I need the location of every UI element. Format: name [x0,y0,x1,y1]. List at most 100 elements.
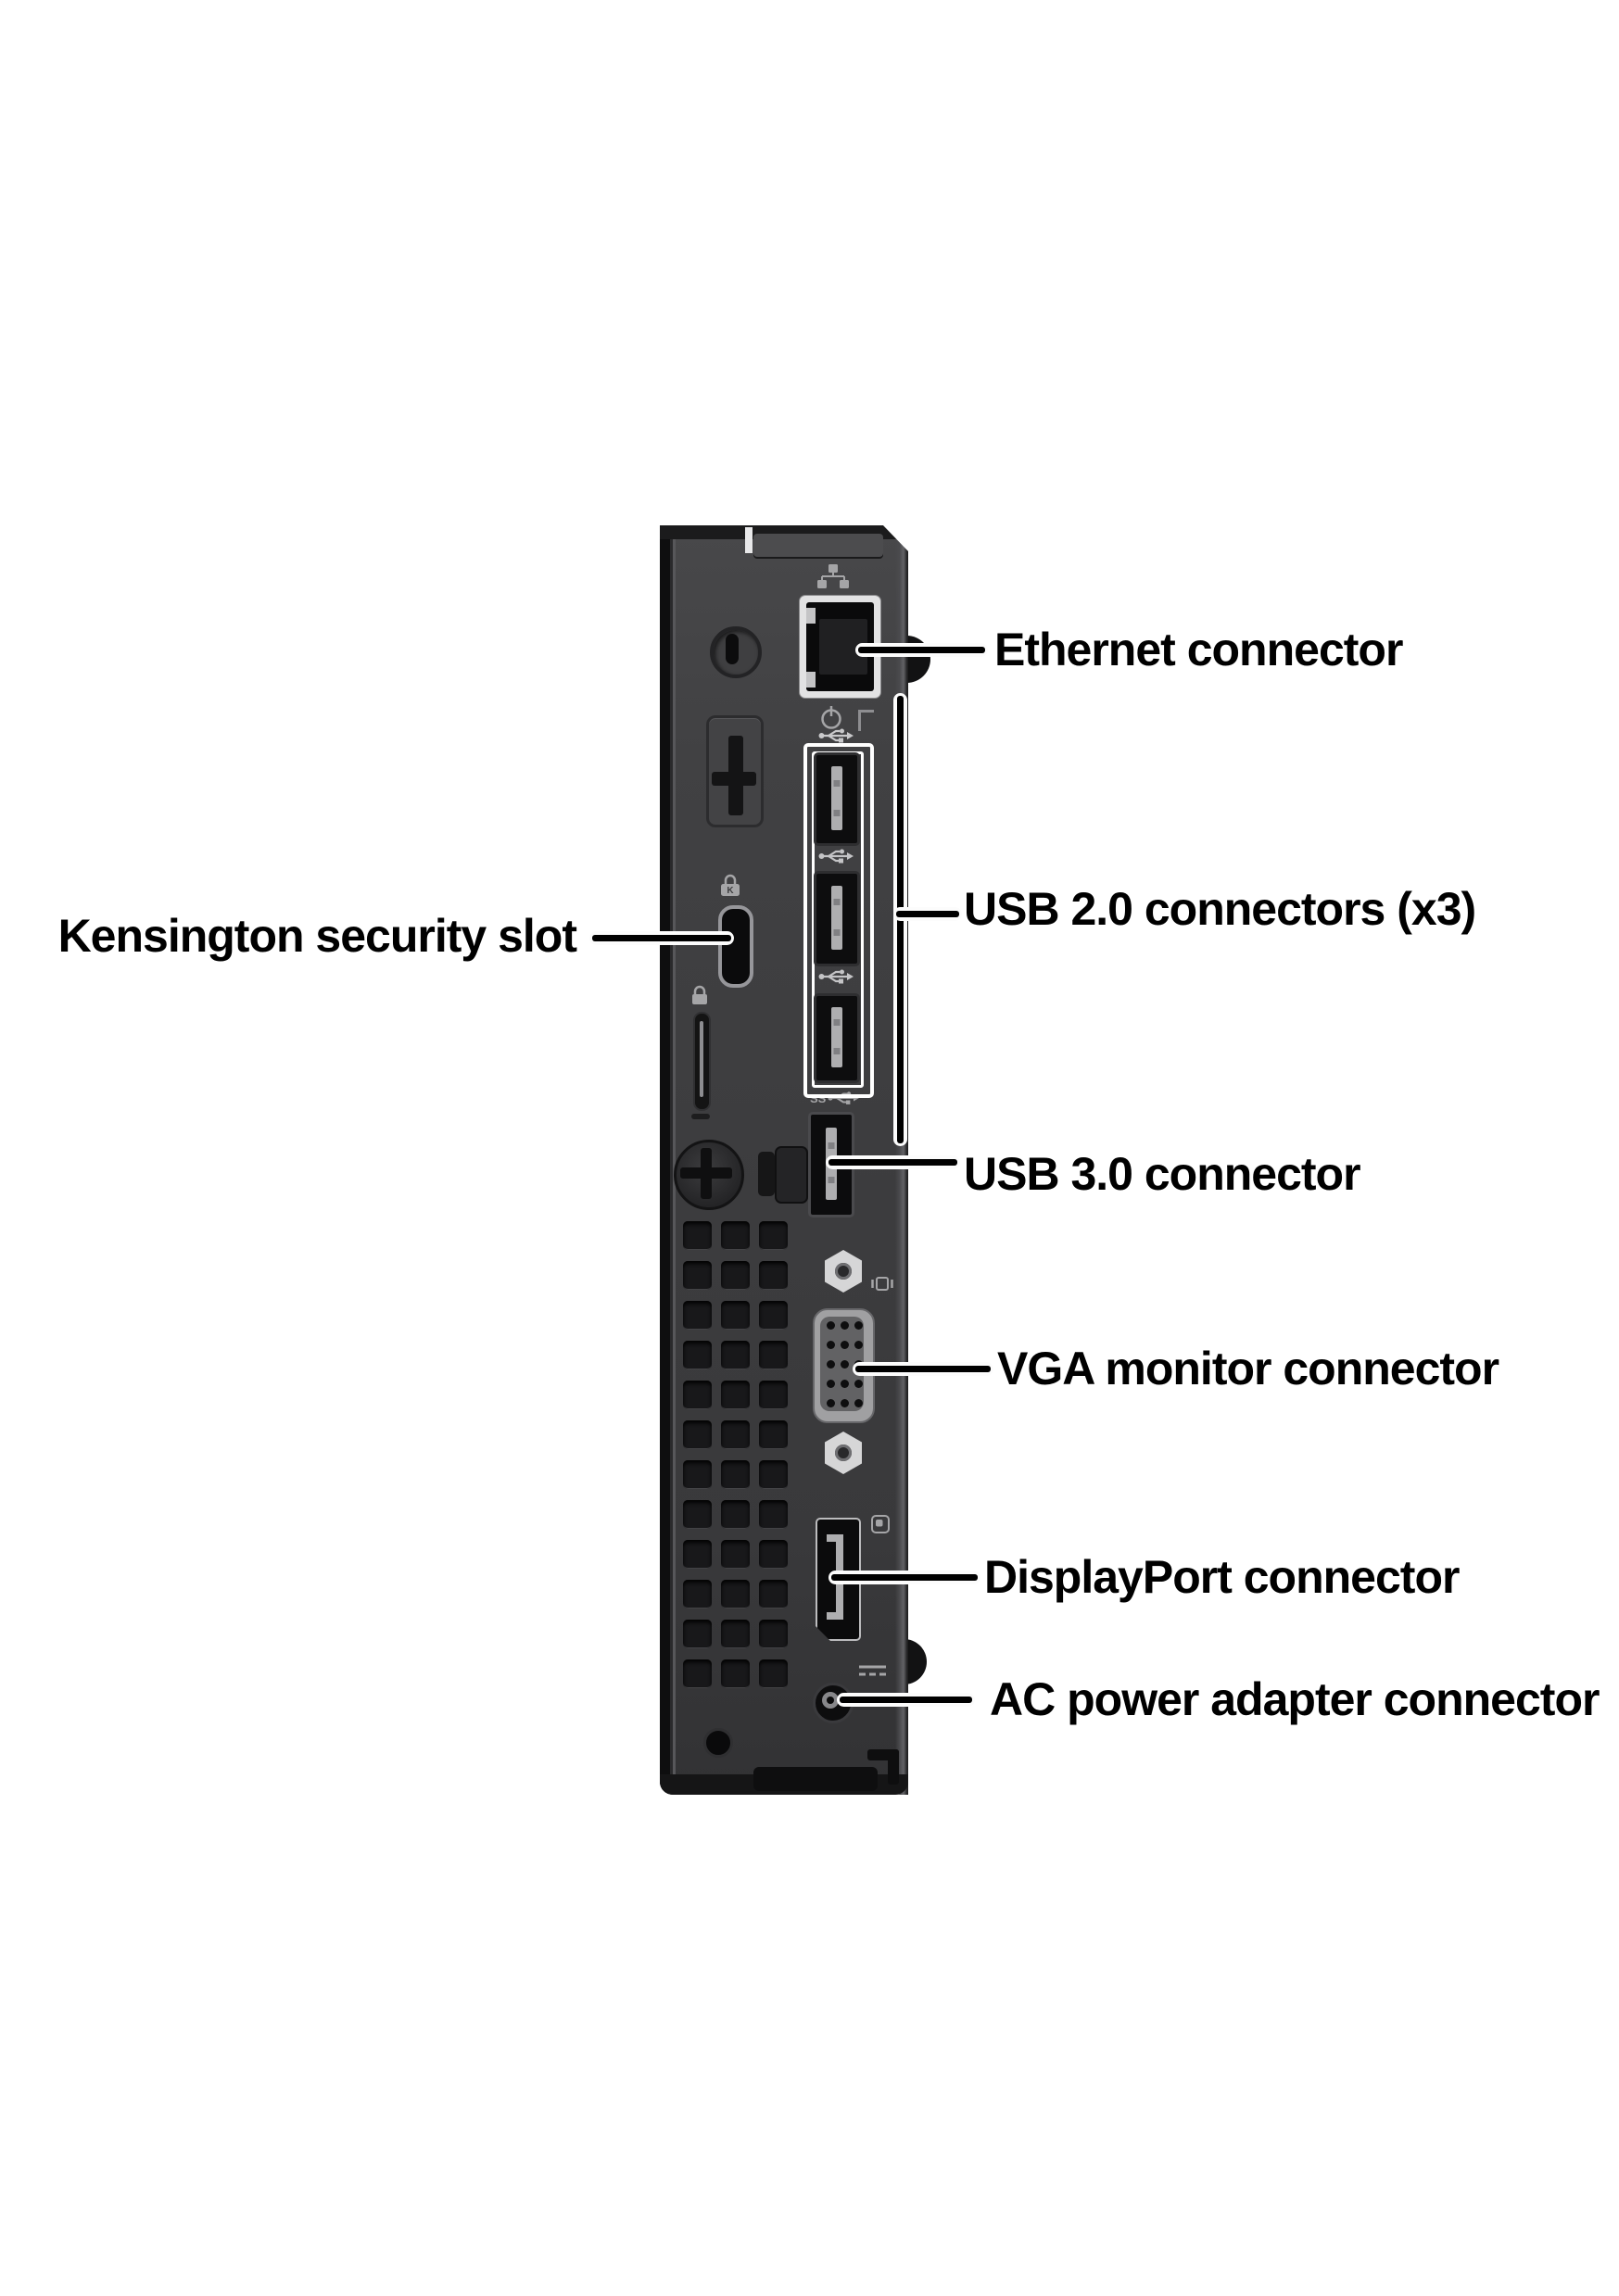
vent-hole [721,1420,750,1449]
usb2-port-3 [814,993,860,1083]
ethernet-network-icon [817,564,849,588]
vga-pin-hole [841,1399,849,1407]
padlock-icon [692,985,707,1004]
callout-line-ethernet [855,643,988,657]
security-loop-rod [700,1021,703,1097]
callout-line-usb3 [826,1155,960,1169]
vga-pin-hole [854,1341,863,1349]
vga-pin-hole [827,1360,835,1369]
screw-hole-slot [726,634,739,664]
vent-hole [683,1301,712,1330]
label-ac-power: AC power adapter connector [990,1673,1600,1725]
vga-pin-hole [827,1321,835,1330]
label-usb2: USB 2.0 connectors (x3) [964,883,1476,935]
bottom-screw-hole [703,1728,733,1758]
displayport-tongue [827,1612,836,1620]
vent-hole [721,1540,750,1569]
vent-hole [759,1659,788,1688]
vga-pin-hole [841,1341,849,1349]
usb2-port-2 [814,871,860,966]
vent-hole [683,1261,712,1290]
vent-hole [683,1221,712,1250]
callout-line-ac-power [837,1693,975,1707]
vga-pin-hole [841,1380,849,1388]
ethernet-latch-slot [806,608,816,624]
vent-hole [759,1261,788,1290]
vent-hole [721,1221,750,1250]
displayport-tongue [827,1534,836,1542]
vent-hole [759,1500,788,1529]
vga-pin-hole [827,1341,835,1349]
usb-trident-icon [818,728,854,743]
vent-hole [759,1540,788,1569]
power-icon [821,706,841,729]
thumbscrew-cross [680,1167,732,1179]
vent-hole [683,1500,712,1529]
vga-pin-hole [841,1321,849,1330]
vent-hole [721,1381,750,1409]
chassis-top-groove [753,534,883,557]
chassis-top-groove-gap [745,527,753,553]
bottom-hook [888,1749,899,1785]
chassis-left-edge [660,525,676,1795]
vent-hole [759,1221,788,1250]
kensington-security-slot [718,905,753,988]
label-displayport: DisplayPort connector [984,1551,1460,1603]
latch-tab [775,1146,808,1204]
vent-hole [683,1620,712,1648]
callout-line-usb2 [893,907,962,921]
label-vga: VGA monitor connector [997,1343,1499,1394]
ac-power-jack-pin [827,1697,834,1704]
vent-hole [683,1420,712,1449]
usb2-highlight-box [803,743,874,1098]
vent-hole [683,1341,712,1369]
vent-hole [721,1261,750,1290]
callout-line-vga [853,1362,993,1376]
vent-hole [683,1381,712,1409]
vent-hole [759,1620,788,1648]
label-kensington: Kensington security slot [57,910,577,962]
usb-trident-icon [818,849,854,864]
vent-hole [683,1460,712,1489]
vent-hole [683,1580,712,1608]
vent-hole [721,1659,750,1688]
usb-trident-icon [818,969,854,984]
bottom-foot-bar [753,1767,878,1791]
svg-text:K: K [727,886,734,896]
vent-hole [721,1460,750,1489]
vent-hole [721,1500,750,1529]
vent-hole [759,1420,788,1449]
vga-pin-hole [841,1360,849,1369]
security-loop-end [691,1114,710,1119]
vent-hole [683,1540,712,1569]
usb2-port-1 [814,752,860,846]
vent-hole [721,1580,750,1608]
latch-tab [758,1152,775,1196]
ethernet-latch-slot [806,672,816,688]
vga-pin-hole [854,1399,863,1407]
antenna-cover-cross [712,772,756,786]
vent-hole [683,1659,712,1688]
monitor-icon [871,1277,893,1291]
vent-hole [759,1460,788,1489]
kensington-lock-icon: K [721,874,740,896]
vent-hole [759,1301,788,1330]
vent-grid [683,1221,788,1689]
displayport-icon [871,1515,890,1533]
vent-hole [759,1341,788,1369]
vga-pin-hole [827,1399,835,1407]
dc-power-icon [859,1665,886,1676]
vent-hole [721,1620,750,1648]
vent-hole [721,1341,750,1369]
vent-hole [721,1301,750,1330]
vent-hole [759,1381,788,1409]
corner-mark [858,710,874,731]
label-ethernet: Ethernet connector [994,624,1403,675]
callout-line-kensington [589,931,734,945]
vga-pin-hole [854,1321,863,1330]
label-usb3: USB 3.0 connector [964,1148,1361,1200]
vga-pin-hole [854,1380,863,1388]
vent-hole [759,1580,788,1608]
vga-pin-hole [827,1380,835,1388]
